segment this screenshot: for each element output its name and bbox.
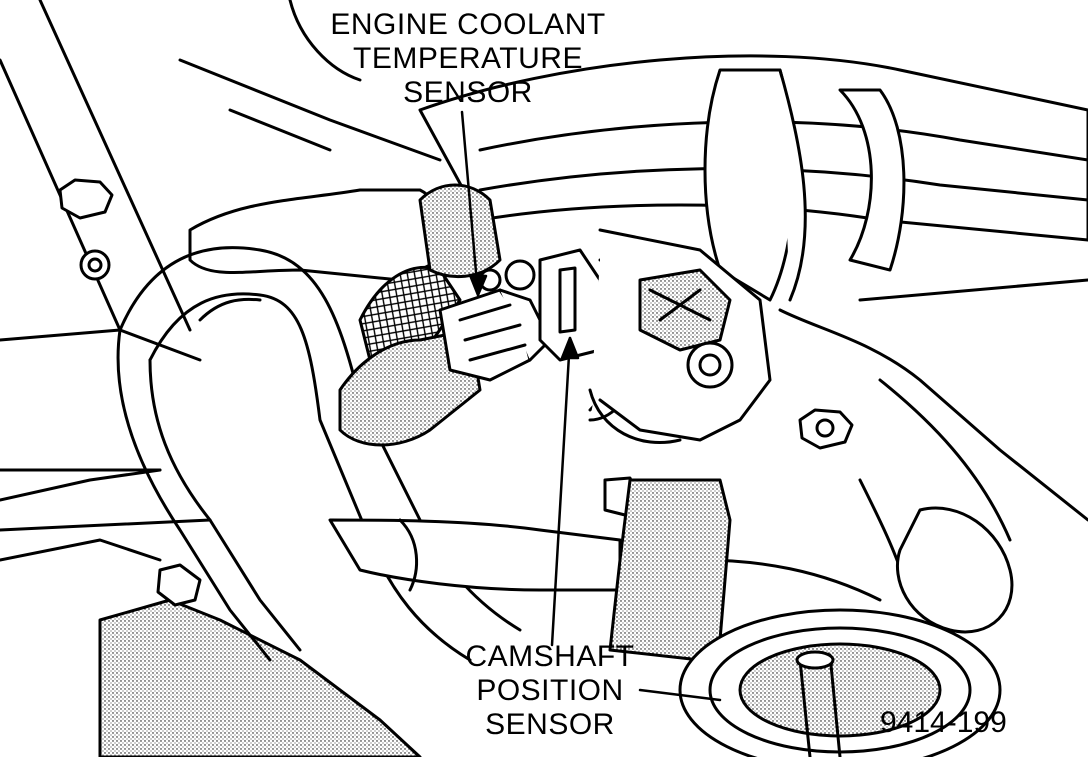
figure-number: 9414-199 (880, 706, 1007, 739)
mounting-bracket (608, 478, 732, 662)
engine-block-outline (0, 0, 1088, 602)
label-line: ENGINE COOLANT (330, 8, 606, 41)
engine-coolant-temperature-sensor-label: ENGINE COOLANT TEMPERATURE SENSOR (318, 8, 618, 110)
oil-pan-panel (98, 598, 422, 757)
label-line: TEMPERATURE (353, 42, 583, 75)
hose-end (338, 328, 482, 447)
lower-coolant-hose (328, 518, 622, 592)
rail-clamp (703, 68, 906, 302)
coolant-temperature-sensor (438, 259, 552, 382)
crankshaft-pulley (678, 608, 1002, 757)
label-line: SENSOR (403, 76, 533, 109)
label-line: SENSOR (485, 708, 615, 741)
label-line: POSITION (476, 674, 624, 707)
bolt (58, 178, 854, 607)
camshaft-position-sensor-label: CAMSHAFT POSITION SENSOR (455, 640, 645, 742)
pipe-bracket (188, 188, 446, 282)
leader-line (460, 110, 722, 702)
label-line: CAMSHAFT (465, 640, 635, 673)
idler-pulley (895, 506, 1014, 634)
